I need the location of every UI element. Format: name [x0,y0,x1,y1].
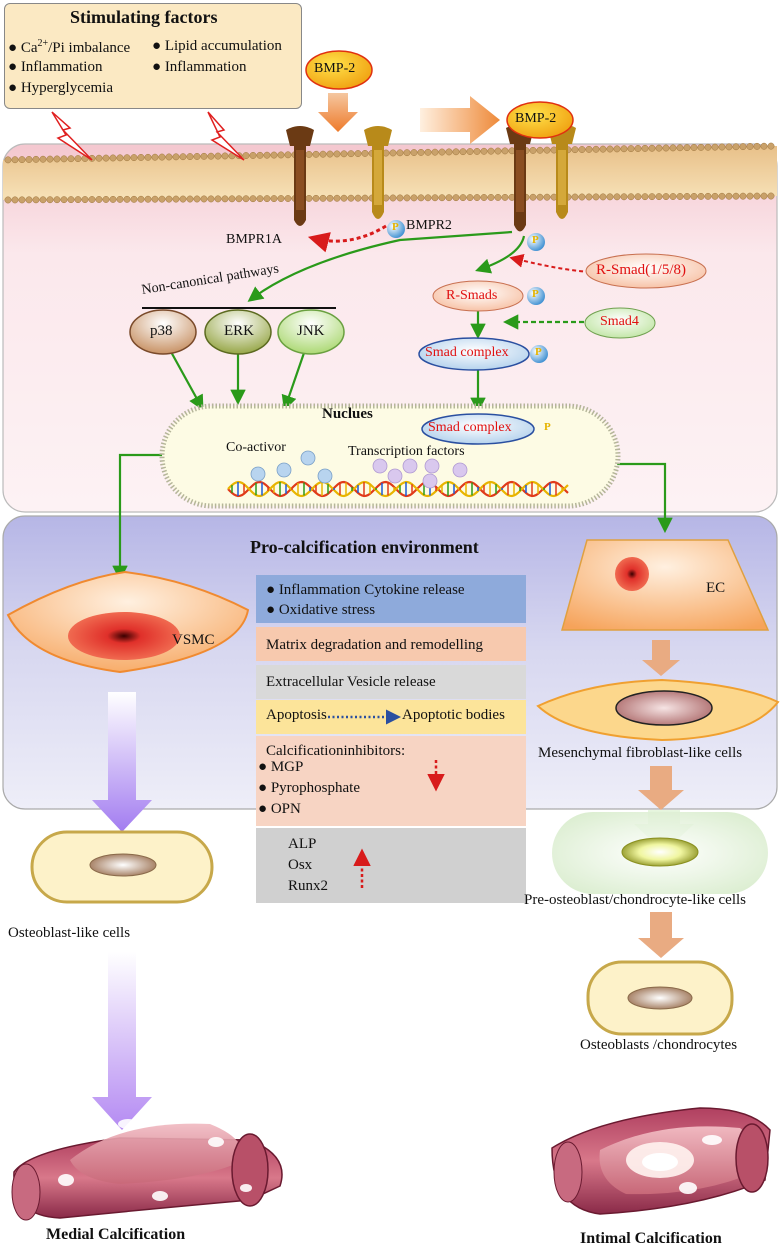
vsmc-label: VSMC [172,632,215,648]
bmpr1a-receptor-active [506,124,534,232]
dna-helix [227,480,569,498]
env-cytokine-block: ● Inflammation Cytokine release ● Oxidat… [256,580,526,620]
noncanonical-arrow [247,230,513,302]
jnk-label: JNK [297,323,325,339]
marker-item: ALP [288,836,317,852]
phospho-label: P [392,221,399,233]
osteoblast-like-label: Osteoblast-like cells [8,925,131,941]
rsmads-node [432,280,524,312]
bmpr1a-receptor [286,126,314,226]
phospho-label: P [535,346,542,358]
rsmad-recruit-arrow [509,253,591,273]
ec-cell [561,539,770,631]
jnk-node [277,309,345,355]
phospho-label: P [532,288,539,300]
bmpr2-receptor [364,126,392,219]
smad-complex-cyto-label: Smad complex [425,345,509,360]
lightning-icon [51,111,245,161]
osteoblasts-label: Osteoblasts /chondrocytes [580,1037,738,1053]
ligand-move-arrow [420,96,500,144]
env-matrix: Matrix degradation and remodelling [266,637,484,653]
cell-membrane [3,142,777,204]
stim-item-inflammation-2: ● Inflammation [152,59,247,75]
bmp2-ligand-left [305,50,373,90]
marker-item: Runx2 [288,878,329,894]
stimulating-factors-box [4,3,302,109]
inhibitor-item: ● MGP [258,759,304,775]
smad4-node [584,307,656,339]
bmpr2-to-bmpr1a-arrow [307,224,387,253]
env-oxidative: ● Oxidative stress [266,602,376,618]
stim-item-ca: ● Ca2+/Pi imbalance [8,38,131,56]
smad-complex-nuc-node [421,413,535,445]
stimulating-factors-title: Stimulating factors [70,7,218,27]
ec-to-mesenchymal-arrow [642,640,680,676]
p38-arrow [169,349,204,411]
receptor-to-rsmads-arrow [475,235,526,274]
vsmc-to-osteoblast-arrow [92,692,152,832]
stim-item-lipid: ● Lipid accumulation [152,38,282,54]
vsmc-nucleus [68,612,180,660]
env-row-ev [256,665,526,699]
inhibitor-item: ● OPN [258,801,301,817]
phospho-label: P [544,421,551,433]
mesenchymal-to-pre-arrow [638,766,684,810]
rsmad158-node [585,253,707,289]
bmpr2-receptor-active [548,124,576,219]
env-row-markers [256,828,526,903]
bmpr2-label: BMPR2 [406,218,452,233]
mesenchymal-label: Mesenchymal fibroblast-like cells [538,745,743,761]
env-cytokine: ● Inflammation Cytokine release [266,582,465,598]
ligand-down-arrow [318,93,358,132]
env-apoptosis: Apoptosis [266,707,327,723]
bmp2-label-right: BMP-2 [515,111,557,126]
transcription-factors-label: Transcription factors [348,444,465,459]
env-inhibitors-block: Calcificationinhibitors: [256,741,526,761]
smad-complex-cyto-node [418,337,530,371]
smad-complex-nuc-label: Smad complex [428,420,512,435]
env-ev: Extracellular Vesicle release [266,674,436,690]
bmp2-label-left: BMP-2 [314,61,356,76]
marker-item: Osx [288,857,313,873]
env-row-inhibitors [256,736,526,826]
pre-osteoblast-label: Pre-osteoblast/chondrocyte-like cells [524,892,747,908]
transcription-factor-balls [372,458,468,489]
erk-label: ERK [224,323,254,339]
intimal-calcification-label: Intimal Calcification [580,1230,722,1247]
rsmads-label: R-Smads [446,288,498,303]
stim-item-hyperglycemia: ● Hyperglycemia [8,80,114,96]
environment-title: Pro-calcification environment [250,537,479,557]
p38-node [129,309,197,355]
inhibitor-item: ● Pyrophosphate [258,780,360,796]
env-apoptotic-bodies: Apoptotic bodies [402,707,505,723]
coactivator-balls [250,450,333,484]
bmp2-ligand-right [506,101,574,139]
phospho-label: P [532,234,539,246]
env-inhibitors-title: Calcificationinhibitors: [266,743,406,759]
osteoblast-to-medial-arrow [92,952,152,1130]
ec-label: EC [706,580,726,596]
smad4-label: Smad4 [600,314,639,329]
jnk-arrow [281,349,307,411]
stim-item-inflammation: ● Inflammation [8,59,103,75]
intimal-vessel [551,1107,771,1215]
coactivator-label: Co-activor [226,440,286,455]
pre-to-osteoblast-arrow [638,912,684,958]
erk-node [204,309,272,355]
env-row-matrix [256,627,526,661]
medial-vessel [11,1119,283,1221]
bmpr1a-label: BMPR1A [226,232,283,247]
env-row-cytokine [256,575,526,623]
medial-calcification-label: Medial Calcification [46,1226,186,1243]
p38-label: p38 [150,323,173,339]
rsmad158-label: R-Smad(1/5/8) [596,262,686,278]
nucleus-title: Nuclues [322,406,373,422]
